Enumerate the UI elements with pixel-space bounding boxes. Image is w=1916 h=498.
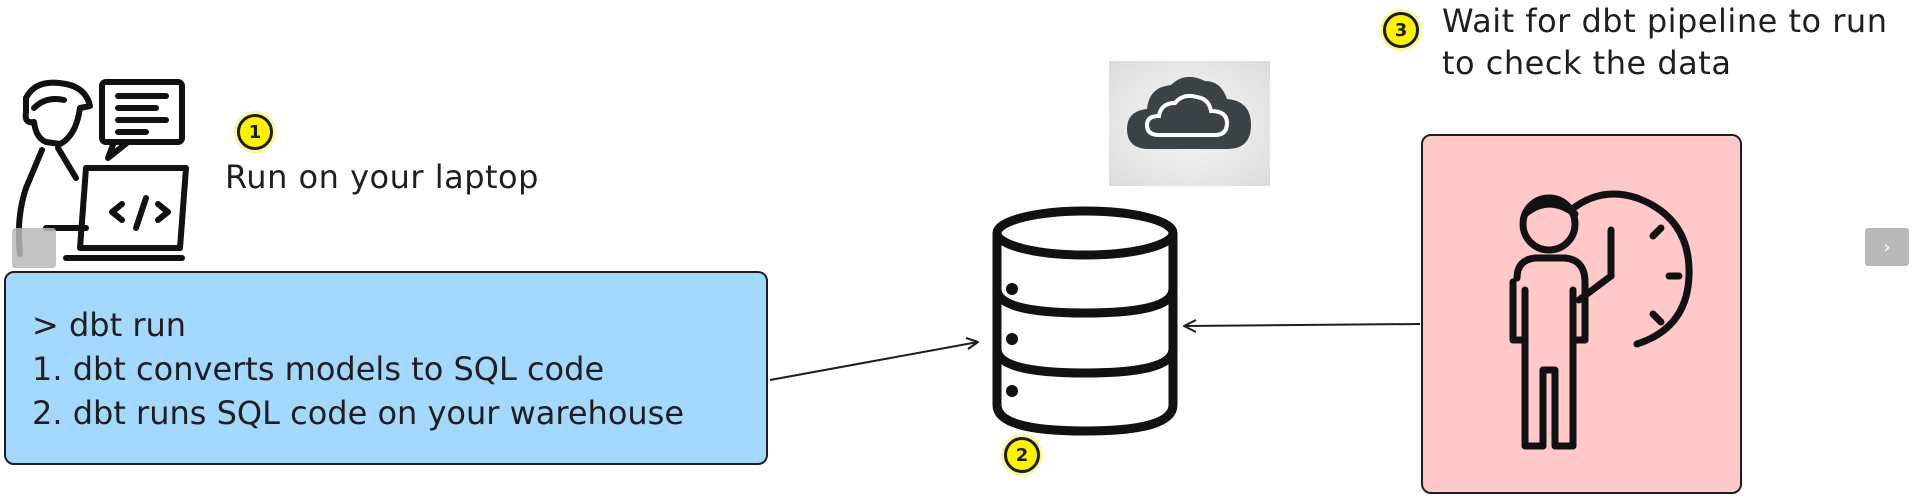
- arrow-pipeline-to-database: [1183, 323, 1421, 327]
- step-3-badge: 3: [1383, 12, 1419, 48]
- command-line-2: 1. dbt converts models to SQL code: [32, 350, 605, 388]
- command-line-1: > dbt run: [32, 306, 187, 344]
- command-box: > dbt run 1. dbt converts models to SQL …: [4, 271, 768, 465]
- slide-prev-handle[interactable]: [12, 228, 56, 268]
- step-1-label: Run on your laptop: [225, 158, 539, 196]
- step-3-label-line-1: Wait for dbt pipeline to run: [1442, 2, 1888, 40]
- waiting-box: [1421, 134, 1742, 494]
- step-1-badge: 1: [237, 114, 273, 150]
- chevron-right-icon: ›: [1883, 236, 1891, 258]
- arrow-laptop-to-database: [769, 341, 979, 381]
- command-line-3: 2. dbt runs SQL code on your warehouse: [32, 394, 685, 432]
- next-slide-button[interactable]: ›: [1865, 228, 1909, 266]
- database-icon: [992, 206, 1178, 436]
- developer-laptop-icon: [15, 79, 189, 261]
- cloud-tile: [1109, 61, 1270, 186]
- step-2-badge: 2: [1004, 437, 1040, 473]
- person-clock-icon: [1509, 190, 1693, 450]
- step-3-label-line-2: to check the data: [1442, 44, 1732, 82]
- cloud-icon: [1127, 76, 1251, 149]
